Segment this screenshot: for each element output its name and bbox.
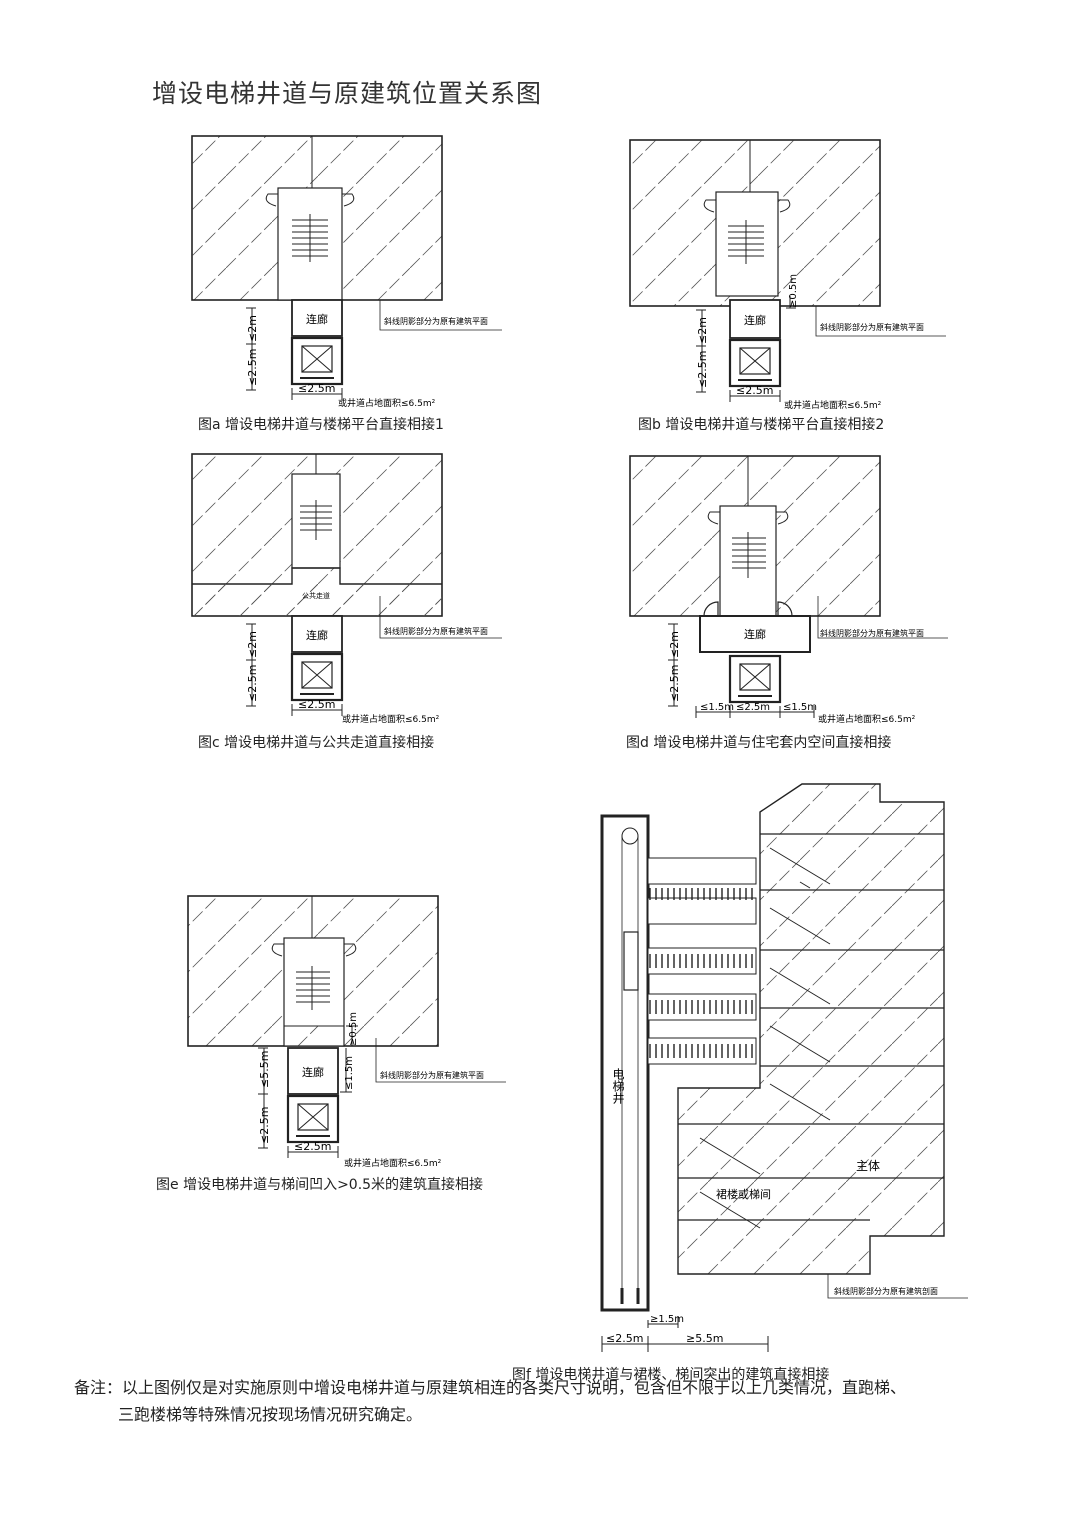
main-body-label: 主体 [856,1159,880,1173]
svg-text:或井道占地面积≤6.5m²: 或井道占地面积≤6.5m² [342,713,440,725]
svg-text:≤2m: ≤2m [696,317,709,344]
svg-text:斜线阴影部分为原有建筑平面: 斜线阴影部分为原有建筑平面 [384,626,488,636]
svg-text:斜线阴影部分为原有建筑平面: 斜线阴影部分为原有建筑平面 [380,1070,484,1080]
svg-text:≤5.5m: ≤5.5m [258,1051,271,1088]
door-swing-right [777,601,793,617]
floor-lines [678,833,944,1221]
dim-horizontal [291,388,343,400]
corridor-label: 连廊 [744,313,766,327]
elevator-shaft-section [600,814,650,1312]
svg-text:≤2.5m: ≤2.5m [246,665,259,702]
remark-note: 备注：以上图例仅是对实施原则中增设电梯井道与原建筑相连的各类尺寸说明，包含但不限… [74,1374,1034,1428]
svg-text:斜线阴影部分为原有建筑平面: 斜线阴影部分为原有建筑平面 [820,322,924,332]
svg-text:≤2.5m: ≤2.5m [696,351,709,388]
svg-text:斜线阴影部分为原有建筑平面: 斜线阴影部分为原有建筑平面 [384,316,488,326]
svg-text:或井道占地面积≤6.5m²: 或井道占地面积≤6.5m² [784,399,882,410]
podium-label: 裙楼或梯间 [716,1187,771,1201]
corridor-box [291,615,343,653]
caption-c: 图c 增设电梯井道与公共走道直接相接 [198,735,435,751]
diagram-d: 连廊 ≤2m ≤2.5m ≤1.5m ≤2.5m ≤1.5m 或井道占地面积≤6… [629,455,948,725]
svg-text:≤2.5m: ≤2.5m [258,1107,271,1144]
canopy-right [342,193,355,207]
shaft-label: 电梯井 [611,1068,625,1105]
svg-text:≤2.5m: ≤2.5m [294,1140,331,1153]
svg-text:或井道占地面积≤6.5m²: 或井道占地面积≤6.5m² [338,397,436,409]
page-title: 增设电梯井道与原建筑位置关系图 [152,79,543,108]
canopy-left [265,193,278,207]
bridge-corridors [647,857,757,1065]
caption-f: 图f 增设电梯井道与裙楼、梯间突出的建筑直接相接 [512,1367,830,1383]
svg-text:≤2.5m: ≤2.5m [246,349,259,386]
corridor-box [699,615,811,653]
corridor-label: 连廊 [306,312,328,326]
corridor-label: 连廊 [302,1065,324,1079]
corridor-box [291,299,343,337]
svg-text:≤1.5m: ≤1.5m [344,1056,355,1090]
diagram-c: 公共走道 连廊 ≤2m ≤2.5m ≤2.5m 或井道占地面积≤6.5m² 斜线… [191,453,502,725]
caption-d: 图d 增设电梯井道与住宅套内空间直接相接 [626,735,892,751]
diagram-f-dimensions: ≤2.5m ≥5.5m [601,1332,769,1352]
stair-flights [292,214,328,262]
stair-runs [699,847,831,1229]
svg-text:≥0.5m: ≥0.5m [348,1012,359,1046]
corridor-box [729,299,781,339]
svg-text:或井道占地面积≤6.5m²: 或井道占地面积≤6.5m² [818,713,916,725]
stair-flights [728,220,764,264]
svg-text:≤2m: ≤2m [246,631,259,658]
svg-text:斜线阴影部分为原有建筑剖面: 斜线阴影部分为原有建筑剖面 [834,1286,938,1296]
corridor-box [287,1047,339,1095]
door-swing-left [703,601,719,617]
public-corridor-label: 公共走道 [302,591,330,600]
caption-b: 图b 增设电梯井道与楼梯平台直接相接2 [638,417,885,433]
remark-line-1: 备注：以上图例仅是对实施原则中增设电梯井道与原建筑相连的各类尺寸说明，包含但不限… [74,1378,907,1397]
svg-text:≥1.5m: ≥1.5m [650,1314,684,1325]
svg-text:≤2.5m: ≤2.5m [606,1332,643,1345]
diagram-e: 连廊 ≥0.5m ≤1.5m ≤5.5m ≤2.5m ≤2.5m 或井道占地面积… [187,895,506,1168]
corridor-label: 连廊 [744,627,766,641]
elevator-shaft [290,336,344,386]
diagram-a: 连廊 ≤2m ≤2.5m ≤2.5m 或井道占地面积≤6.5m² 斜线阴影部分为… [191,135,502,409]
elevator-car [623,931,639,991]
svg-text:≤2.5m: ≤2.5m [736,384,773,397]
svg-text:≤2m: ≤2m [246,315,259,342]
corridor-label: 连廊 [306,628,328,642]
svg-text:≤2.5m: ≤2.5m [736,702,770,713]
svg-text:或井道占地面积≤6.5m²: 或井道占地面积≤6.5m² [344,1157,442,1168]
caption-e: 图e 增设电梯井道与梯间凹入>0.5米的建筑直接相接 [156,1177,484,1193]
diagram-f-section: 电梯井 主体 裙楼或梯间 斜线阴影部分为原有建筑剖面 [600,783,968,1328]
remark-line-2: 三跑楼梯等特殊情况按现场情况研究确定。 [118,1405,423,1424]
existing-building-section [677,783,945,1275]
dim-vertical [246,307,256,391]
svg-text:≤2.5m: ≤2.5m [298,698,335,711]
svg-text:≤2m: ≤2m [668,631,681,658]
svg-text:≤2.5m: ≤2.5m [668,665,681,702]
svg-text:≤2.5m: ≤2.5m [298,382,335,395]
diagram-b: 连廊 ≥0.5m ≤2m ≤2.5m ≤2.5m 或井道占地面积≤6.5m² 斜… [629,139,946,410]
svg-text:≤1.5m: ≤1.5m [700,702,734,713]
svg-text:≥0.5m: ≥0.5m [788,274,799,308]
svg-text:≥5.5m: ≥5.5m [686,1332,723,1345]
caption-a: 图a 增设电梯井道与楼梯平台直接相接1 [198,417,444,433]
svg-text:≤1.5m: ≤1.5m [783,702,817,713]
svg-text:斜线阴影部分为原有建筑平面: 斜线阴影部分为原有建筑平面 [820,628,924,638]
